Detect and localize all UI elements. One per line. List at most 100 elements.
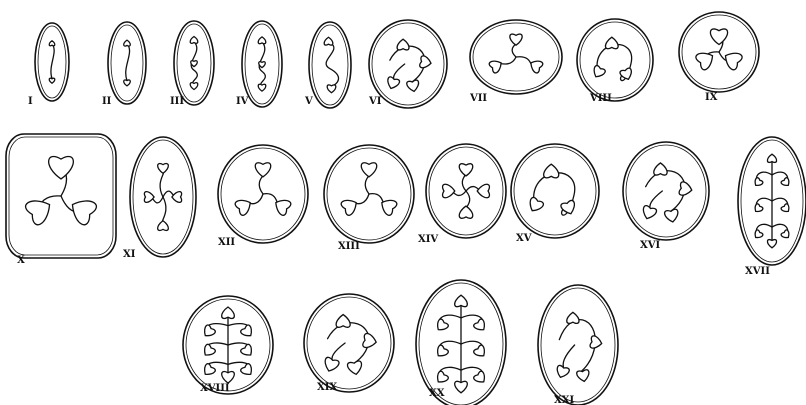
figure-label: XI: [123, 249, 136, 260]
figure-xvi: XVI: [623, 142, 709, 251]
heart-mark: [258, 84, 266, 91]
figure-label: XV: [516, 233, 532, 244]
figure-v: V: [304, 22, 351, 108]
figure-outline: [304, 294, 394, 392]
figure-outline: [369, 20, 447, 108]
heart-mark: [158, 164, 169, 174]
figure-label: I: [28, 96, 33, 107]
heart-mark: [190, 36, 198, 43]
tendril: [559, 320, 595, 376]
heart-mark: [347, 361, 363, 376]
heart-mark: [378, 196, 398, 216]
heart-mark: [753, 229, 764, 240]
figure-label: IV: [236, 96, 249, 107]
heart-mark: [322, 357, 340, 374]
heart-mark: [124, 40, 131, 46]
figure-outline: [309, 22, 351, 108]
heart-mark: [190, 83, 198, 90]
heart-mark: [473, 318, 488, 333]
heart-mark: [327, 85, 336, 93]
heart-mark: [49, 78, 55, 83]
heart-mark: [455, 381, 468, 392]
figure-inner-outline: [541, 288, 615, 402]
tendril: [126, 44, 130, 81]
figure-inner-outline: [514, 147, 596, 235]
figure-label: VIII: [589, 93, 612, 104]
heart-mark: [434, 344, 449, 359]
heart-mark: [567, 312, 579, 323]
figure-label: VI: [368, 96, 382, 107]
tendril: [326, 43, 338, 87]
figure-outline: [623, 142, 709, 240]
figures-group: IIIIIIIVVVIVIIVIIIIXXXIXIIXIIIXIVXVXVIXV…: [6, 12, 806, 405]
heart-mark: [528, 58, 544, 74]
heart-mark: [222, 372, 235, 383]
figure-i: I: [28, 23, 69, 107]
heart-mark: [240, 344, 255, 359]
heart-mark: [555, 365, 570, 380]
figure-label: XIII: [338, 241, 360, 252]
figure-xiv: XIV: [418, 144, 506, 245]
figure-inner-outline: [580, 22, 650, 98]
figure-label: VII: [469, 93, 487, 104]
figure-label: XVIII: [200, 383, 230, 394]
heart-mark: [753, 177, 764, 188]
figure-xiii: XIII: [324, 145, 414, 252]
figure-outline: [577, 19, 653, 101]
figure-label: III: [170, 96, 184, 107]
heart-mark: [641, 205, 658, 221]
heart-mark: [605, 37, 618, 49]
heart-mark: [234, 196, 254, 216]
figure-label: V: [304, 96, 313, 107]
tendril: [51, 44, 54, 79]
heart-mark: [767, 154, 776, 162]
heart-mark: [419, 56, 432, 70]
figure-label: XIX: [317, 382, 337, 393]
heart-mark: [24, 194, 56, 227]
heart-mark: [406, 80, 420, 93]
heart-mark: [240, 324, 255, 339]
figure-iv: IV: [236, 21, 282, 107]
heart-mark: [201, 363, 216, 378]
heart-mark: [590, 336, 603, 350]
tendril: [394, 64, 405, 81]
figure-inner-outline: [312, 25, 348, 105]
figure-ii: II: [102, 22, 146, 107]
figure-viii: VIII: [577, 19, 653, 104]
figure-x: X: [6, 134, 116, 266]
heart-mark: [324, 37, 333, 45]
figure-xxi: XXI: [538, 285, 618, 405]
figure-xvii: XVII: [738, 137, 806, 277]
figure-vii: VII: [469, 20, 562, 104]
tendril: [650, 191, 662, 210]
figure-inner-outline: [626, 145, 706, 237]
heart-mark: [222, 307, 235, 318]
figure-label: X: [17, 255, 25, 266]
figure-iii: III: [170, 21, 214, 107]
figure-label: XXI: [554, 395, 575, 405]
heart-mark: [201, 324, 216, 339]
heart-mark: [158, 221, 169, 231]
heart-mark: [526, 197, 544, 215]
heart-mark: [477, 184, 489, 197]
heart-mark: [710, 29, 727, 45]
tendril: [332, 343, 345, 362]
heart-mark: [361, 163, 376, 177]
heart-mark: [49, 156, 74, 178]
heart-mark: [434, 370, 449, 385]
heart-mark: [397, 39, 409, 50]
heart-mark: [459, 164, 472, 176]
figure-outline: [511, 144, 599, 238]
heart-mark: [258, 37, 266, 44]
heart-mark: [619, 68, 633, 82]
heart-mark: [340, 196, 360, 216]
heart-mark: [510, 34, 522, 45]
heart-mark: [664, 209, 679, 223]
figure-xx: XX: [416, 280, 506, 405]
figure-xii: XII: [218, 145, 308, 248]
figure-xviii: XVIII: [183, 296, 273, 394]
figure-label: II: [102, 96, 112, 107]
heart-mark: [679, 181, 693, 196]
heart-mark: [576, 369, 590, 382]
heart-mark: [591, 65, 606, 80]
